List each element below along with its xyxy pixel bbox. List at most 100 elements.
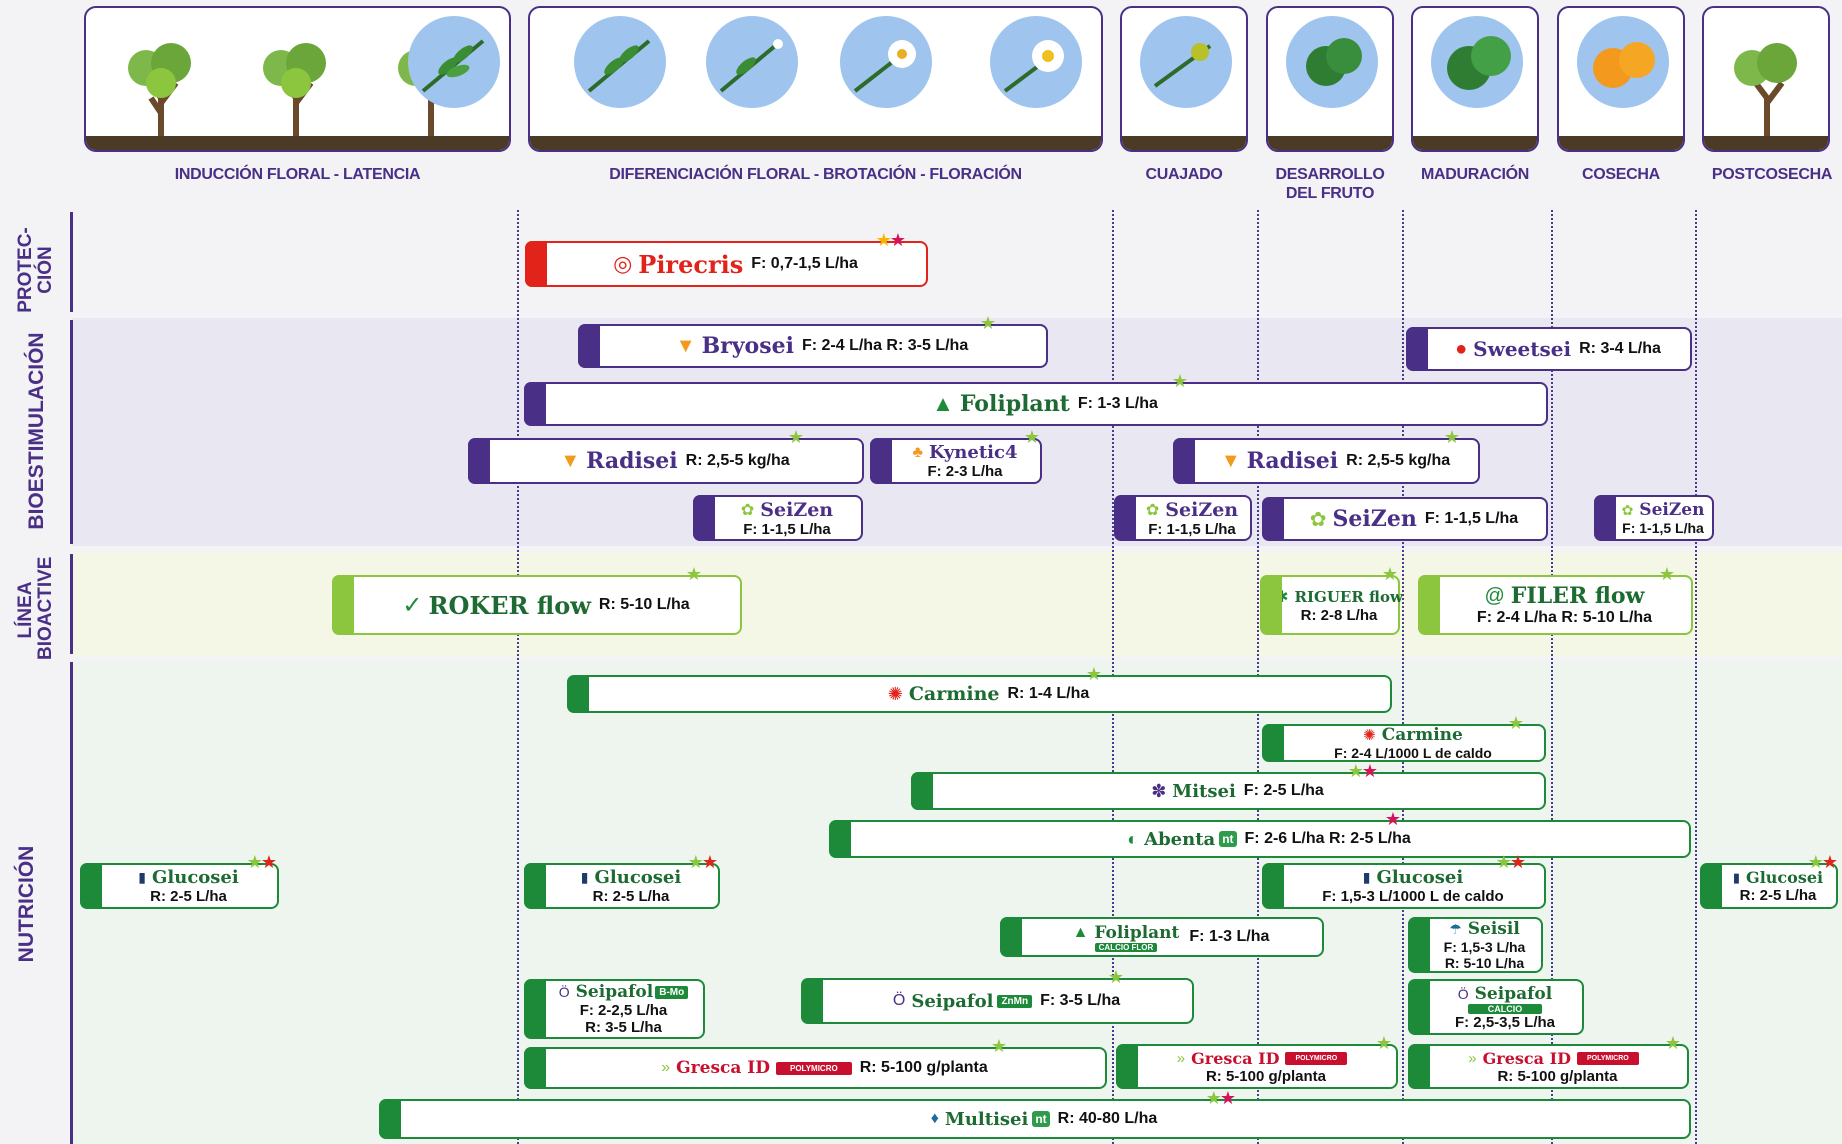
flower-bubble-icon [840,16,932,108]
ripening-fruit-bubble-icon [1431,16,1523,108]
tree-icon [128,43,191,138]
fruitset-bubble-icon [1140,16,1232,108]
product-tag: POLYMICRO [776,1061,852,1075]
product-name: Radisei [1246,448,1339,474]
dose: F: 1-1,5 L/ha [1622,520,1704,536]
product-name: Seisil [1467,919,1520,939]
bottle-icon: ▮ [1362,869,1371,885]
bar-cap [693,495,715,541]
leaf-icon: ◐ [1127,828,1139,849]
product-bar-roker-flow: ✓ ROKER flow R: 5-10 L/ha ★ [332,565,742,635]
product-name: Gresca ID [676,1058,770,1078]
scene-cuajado [1120,6,1248,152]
star-icons: ★ [1381,564,1398,584]
product-bar-multisei: ♦ Multisei nt R: 40-80 L/ha ★★ [379,1089,1691,1139]
star-icons: ★★ [875,230,906,250]
scene-desarrollo [1266,6,1394,152]
dose: R: 40-80 L/ha [1057,1110,1158,1127]
bar-cap [379,1099,401,1139]
dose: F: 2,5-3,5 L/ha [1454,1013,1556,1031]
dose: F: 1-3 L/ha [1189,928,1270,945]
star-icons: ★ [1171,371,1188,391]
product-name: Multisei [944,1108,1029,1130]
star-icons: ★ [979,313,996,333]
zen-icon: ✿ [740,501,755,519]
product-bar-riguer-flow: ✱RIGUER flow R: 2-8 L/ha ★ [1260,565,1403,635]
bar-cap [332,575,354,635]
dose: R: 1-4 L/ha [1007,685,1090,702]
dose: R: 5-100 g/planta [1497,1067,1618,1085]
phase-divider [517,210,519,1144]
product-bar-seizen: ✿SeiZen F: 1-1,5 L/ha [693,495,863,541]
product-name: Bryosei [701,333,794,359]
product-bar-glucosei: ▮Glucosei R: 2-5 L/ha ★★ [80,853,279,909]
sprout-icon: ♣ [912,443,924,461]
soil [1704,136,1828,150]
swirl-icon: @ [1484,584,1505,607]
bottle-icon: ▮ [580,869,589,885]
flask-icon: Ö [1457,985,1469,1002]
bar-cap [1408,979,1430,1035]
product-bar-sweetsei: ● Sweetsei R: 3-4 L/ha [1406,327,1692,371]
dose-2: R: 3-5 L/ha [585,1019,662,1036]
bar-cap [870,438,892,484]
scene-cosecha [1557,6,1685,152]
product-name: RIGUER flow [1294,587,1403,606]
product-name: Glucosei [152,867,239,888]
star-icons: ★ [1658,564,1675,584]
product-name: Abenta [1144,828,1216,850]
spiral-icon: ✺ [1363,727,1376,744]
dose: F: 2-3 L/ha [927,463,1003,480]
bar-cap [524,382,546,426]
dose: R: 5-100 g/planta [859,1059,988,1076]
umbrella-icon: ☂ [1449,920,1462,937]
bar-cap [1594,495,1616,541]
section-rule-nutricion [70,662,73,1144]
product-bar-carmine: ✺Carmine F: 2-4 L/1000 L de caldo ★ [1262,714,1546,762]
star-icons: ★ [1507,713,1524,733]
leaf-icon: ▲ [932,391,954,416]
product-bar-foliplant: ▲ Foliplant F: 1-3 L/ha ★ [524,372,1548,426]
phase-divider [1551,210,1553,1144]
product-bar-mitsei: ✽ Mitsei F: 2-5 L/ha ★★ [911,762,1546,810]
dose: F: 2-2,5 L/ha [579,1002,668,1019]
bar-cap [578,324,600,368]
bar-cap [1114,495,1136,541]
product-bar-seizen: ✿SeiZen F: 1-1,5 L/ha [1114,495,1252,541]
dose: R: 3-4 L/ha [1579,340,1661,357]
section-rule-bioactive [70,554,73,654]
phase-label: CUAJADO [1145,166,1223,183]
green-fruit-bubble-icon [1286,16,1378,108]
star-icons: ★ [1664,1033,1681,1053]
product-bar-seipafol-znmn: Ö Seipafol ZnMn F: 3-5 L/ha ★ [801,968,1194,1024]
product-name: SeiZen [760,498,834,521]
product-tag: POLYMICRO [1576,1051,1639,1065]
scene-floracion [528,6,1103,152]
dose: F: 2-4 L/ha R: 5-10 L/ha [1476,609,1653,626]
scene-maduracion [1411,6,1539,152]
product-name: Gresca ID [1482,1048,1571,1068]
product-name: Mitsei [1172,780,1236,802]
section-label-nutricion: NUTRICIÓN [15,845,38,963]
bar-cap [911,772,933,810]
star-icons: ★★ [1495,852,1526,872]
bar-cap [1418,575,1440,635]
phase-divider [1695,210,1697,1144]
dose: F: 2-4 L/ha R: 3-5 L/ha [801,337,969,354]
dose: F: 3-5 L/ha [1040,992,1121,1009]
flask-icon: Ö [558,984,570,1000]
dose: R: 2,5-5 kg/ha [1346,452,1451,469]
star-icons: ★★ [246,852,277,872]
star-icons: ★ [685,564,702,584]
section-label-bioestimulacion: BIOESTIMULACIÓN [25,332,48,530]
branch-bubble-icon [574,16,666,108]
star-icons: ★ [1085,664,1102,684]
nt-badge: nt [1219,831,1237,847]
bar-cap [468,438,490,484]
dose: R: 2-5 L/ha [592,888,670,905]
dose: R: 2-5 L/ha [1739,887,1817,904]
section-rule-proteccion [70,212,73,312]
star-icons: ★ [787,427,804,447]
